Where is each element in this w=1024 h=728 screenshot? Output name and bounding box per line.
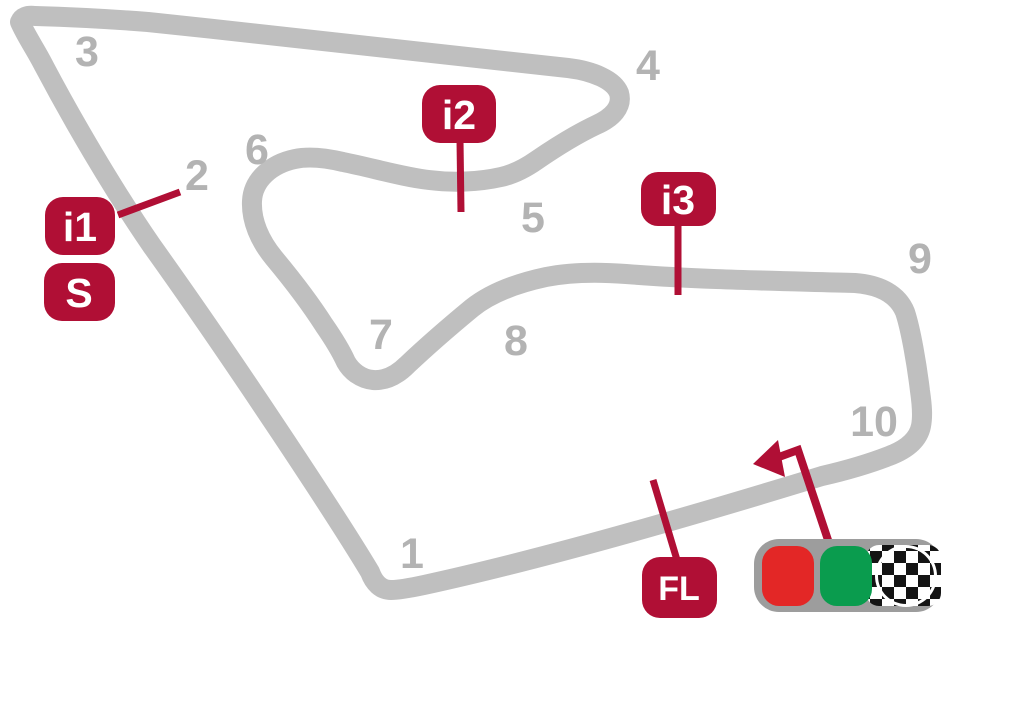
i1-badge-label: i1 [63, 204, 97, 250]
marker-badge-finish-line: FL [642, 557, 717, 618]
fl-pointer-line [649, 478, 681, 562]
corner-label-5: 5 [521, 194, 545, 242]
marker-badge-i3: i3 [641, 172, 716, 226]
i3-badge-shape [641, 172, 716, 226]
red-light-icon [762, 546, 814, 606]
green-light-icon [820, 546, 872, 606]
i2-badge-shape [422, 85, 496, 143]
i1-pointer-line [116, 188, 182, 219]
i1-badge-shape [45, 197, 115, 255]
marker-badge-i2: i2 [422, 85, 496, 143]
corner-label-3: 3 [75, 28, 99, 76]
i2-badge-label: i2 [442, 92, 476, 138]
marker-badge-i1: i1 [45, 197, 115, 255]
corner-label-8: 8 [504, 317, 528, 365]
corner-label-10: 10 [850, 398, 898, 446]
direction-arrow-head [753, 440, 785, 477]
checkered-ball-face [878, 548, 934, 604]
start-badge-label: S [65, 270, 92, 316]
corner-label-6: 6 [245, 126, 269, 174]
start-lights [754, 539, 941, 612]
direction-arrow-icon [753, 440, 834, 548]
marker-badge-start: S [44, 263, 115, 321]
i2-pointer-line [456, 139, 465, 213]
corner-label-9: 9 [908, 235, 932, 283]
fl-badge-label: FL [658, 570, 700, 608]
i3-badge-label: i3 [661, 177, 695, 223]
direction-arrow-shaft [777, 444, 834, 548]
corner-label-7: 7 [369, 311, 393, 359]
corner-label-4: 4 [636, 42, 660, 90]
corner-labels: 1 2 3 4 5 6 7 8 9 10 [75, 28, 932, 578]
marker-pointer-lines [116, 139, 682, 562]
corner-label-2: 2 [185, 152, 209, 200]
corner-label-1: 1 [400, 530, 424, 578]
track-outline [10, 5, 933, 600]
start-badge-shape [44, 263, 115, 321]
checkered-flag-ball-icon [875, 545, 937, 607]
fl-badge-shape [642, 557, 717, 618]
